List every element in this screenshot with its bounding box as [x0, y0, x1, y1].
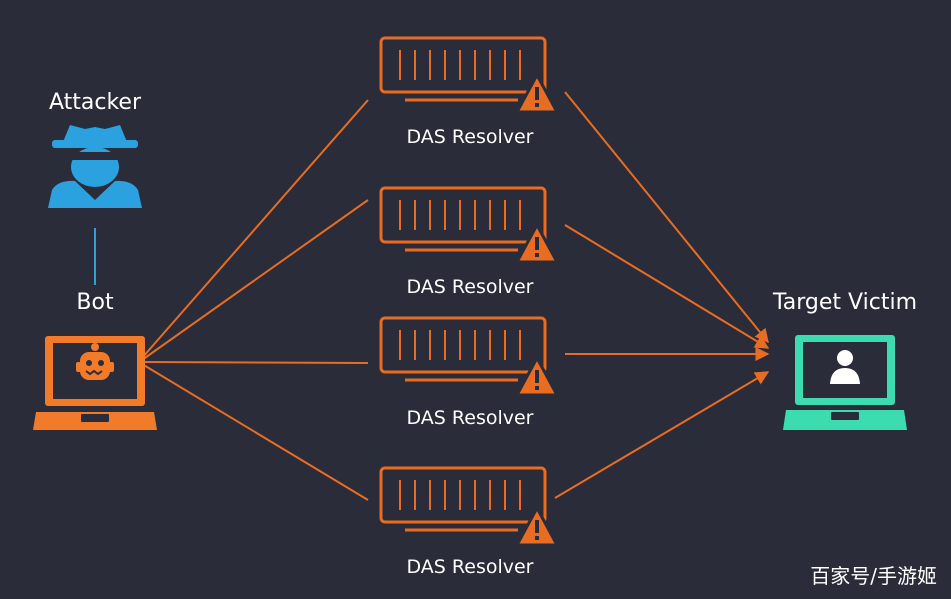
resolver-1-target-arrow — [564, 91, 769, 344]
target-label: Target Victim — [773, 290, 917, 315]
bot-resolver-4-line — [141, 363, 369, 501]
attacker-label: Attacker — [48, 90, 142, 115]
server-icon-1 — [379, 36, 547, 102]
resolver-4-target-arrow — [554, 371, 770, 499]
user-laptop-icon — [783, 335, 907, 430]
server-icon-4 — [379, 466, 547, 532]
warning-icon-3 — [514, 354, 560, 397]
watermark: 百家号/手游姬 — [810, 564, 937, 588]
bot-resolver-1-line — [141, 99, 369, 359]
resolver-label-2: DAS Resolver — [406, 276, 534, 298]
resolver-label-4: DAS Resolver — [406, 556, 534, 578]
bot-label: Bot — [76, 290, 114, 315]
server-icon-2 — [379, 186, 547, 252]
bot-resolver-2-line — [141, 199, 369, 361]
resolver-label-3: DAS Resolver — [406, 407, 534, 429]
warning-icon-1 — [514, 71, 560, 114]
bot-resolver-3-line — [141, 361, 369, 364]
hacker-icon — [48, 125, 142, 208]
warning-icon-4 — [514, 504, 560, 547]
resolver-label-1: DAS Resolver — [406, 126, 534, 148]
warning-icon-2 — [514, 221, 560, 264]
resolver-2-target-arrow — [564, 224, 770, 349]
server-icon-3 — [379, 316, 547, 382]
robot-laptop-icon — [33, 336, 157, 430]
